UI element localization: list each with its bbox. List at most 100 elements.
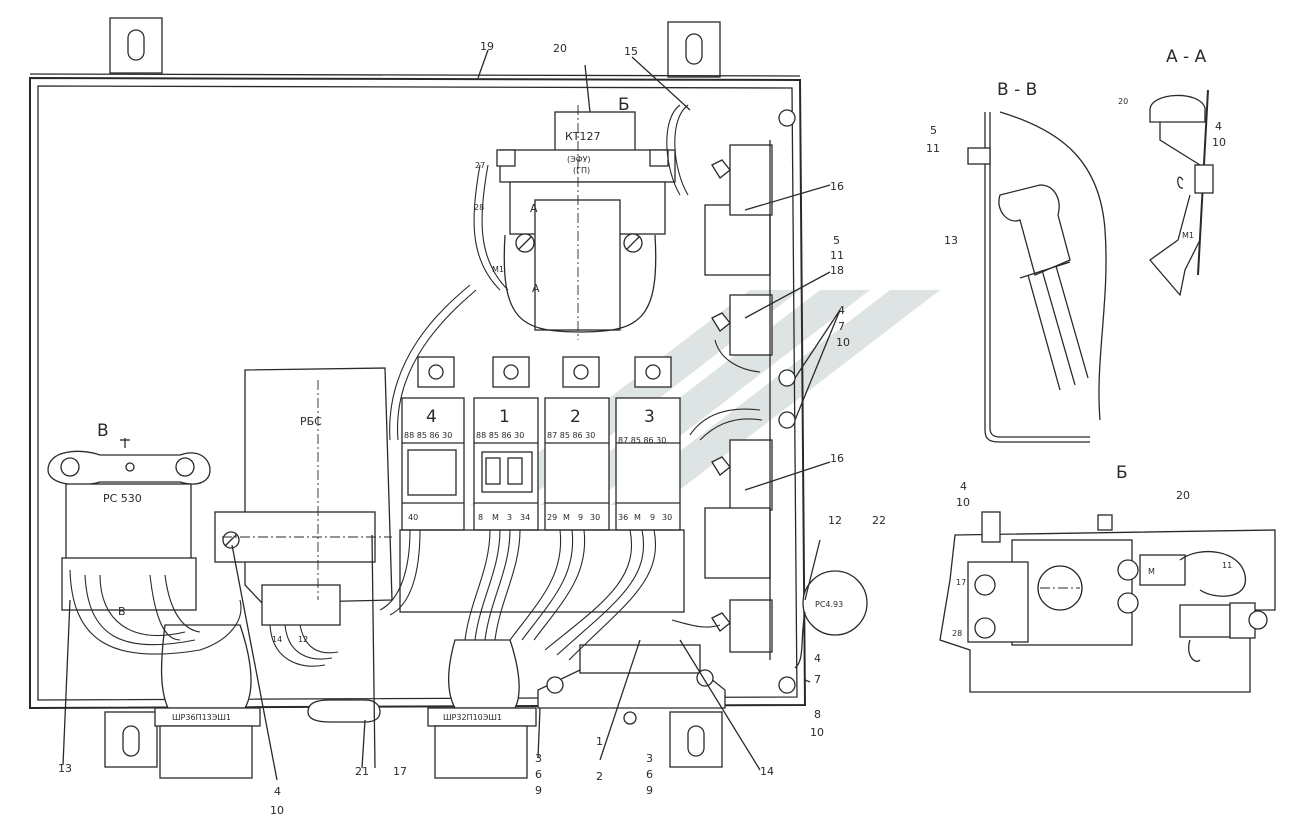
callout-16-top: 16 [830, 180, 844, 193]
relay-rs493 [794, 570, 868, 669]
relay-1-pins: 88 85 86 30 [476, 431, 524, 440]
relay-2-pins: 87 85 86 30 [547, 431, 595, 440]
relay-unit-label-3: (ГП) [573, 166, 590, 175]
relay-4-number: 4 [426, 407, 437, 427]
callout-4-left: 4 [274, 785, 281, 798]
callout-1: 1 [596, 735, 603, 748]
leader-lines [62, 49, 841, 781]
relay-4-pins: 88 85 86 30 [404, 431, 452, 440]
main-panel [29, 73, 807, 710]
relay-2-term-4: 30 [590, 513, 600, 522]
wire-mark-m1: М1 [492, 265, 504, 274]
callout-12: 12 [828, 514, 842, 527]
mounting-brackets [104, 17, 723, 768]
relay-4-term-1: 40 [408, 513, 418, 522]
view-vv-callout-5: 5 [930, 124, 937, 137]
view-aa-callout-4: 4 [1215, 120, 1222, 133]
view-aa-wire-m1: М1 [1182, 231, 1194, 240]
callout-5: 5 [833, 234, 840, 247]
view-vv-title: В - В [997, 80, 1037, 100]
callout-4-right: 4 [838, 304, 845, 317]
relay-rs530 [47, 438, 211, 611]
view-vv-callout-13: 13 [944, 234, 958, 247]
relay-3-pins: 87 85 86 30 [618, 436, 666, 445]
view-b-callout-10: 10 [956, 496, 970, 509]
callout-21: 21 [355, 765, 369, 778]
relay-1 [473, 356, 539, 531]
relay-1-term-2: М [492, 513, 499, 522]
callout-2: 2 [596, 770, 603, 783]
section-mark-v: В [97, 421, 109, 441]
callout-9-mid: 9 [535, 784, 542, 797]
callout-15: 15 [624, 45, 638, 58]
relay-1-term-4: 34 [520, 513, 530, 522]
view-b-term-28: 28 [952, 629, 962, 638]
relay-3-term-4: 30 [662, 513, 672, 522]
callout-3-mid: 3 [535, 752, 542, 765]
view-b-term-11: 11 [1222, 561, 1232, 570]
callout-7-right: 7 [838, 320, 845, 333]
relay-4 [401, 356, 465, 531]
relay-3-term-1: 36 [618, 513, 628, 522]
callout-11: 11 [830, 249, 844, 262]
view-aa-title: А - А [1166, 47, 1207, 67]
rbs-block [214, 367, 393, 626]
rbs-label: РБС [300, 415, 322, 428]
view-b-term-m: М [1148, 567, 1155, 576]
wire-mark-27: 27 [475, 161, 485, 170]
callout-17: 17 [393, 765, 407, 778]
callout-20: 20 [553, 42, 567, 55]
relay-group [399, 356, 685, 613]
callout-14: 14 [760, 765, 774, 778]
wire-mark-28: 28 [474, 203, 484, 212]
callout-16-bottom: 16 [830, 452, 844, 465]
relay-3 [615, 356, 681, 531]
wire-mark-12: 12 [298, 635, 308, 644]
view-vv [967, 111, 1107, 443]
relay-3-term-3: 9 [650, 513, 655, 522]
relay-2-term-2: М [563, 513, 570, 522]
relay-2-term-3: 9 [578, 513, 583, 522]
relay-unit-kt127 [496, 105, 676, 340]
connector-mid-assembly [427, 639, 537, 779]
connector-left-assembly [154, 624, 261, 779]
section-mark-v-small: В [118, 605, 126, 618]
callout-22: 22 [872, 514, 886, 527]
relay-unit-label-2: (ЭФУ) [567, 155, 591, 164]
resistor-21 [307, 699, 381, 723]
callout-8: 8 [814, 708, 821, 721]
callout-10-lower: 10 [810, 726, 824, 739]
right-blocks [704, 109, 796, 694]
wire-mark-14: 14 [272, 635, 282, 644]
relay-unit-label-1: КТ127 [565, 130, 601, 143]
view-b-callout-4: 4 [960, 480, 967, 493]
callout-19: 19 [480, 40, 494, 53]
section-mark-a-bottom: А [532, 282, 540, 295]
rs530-label: РС 530 [103, 492, 142, 505]
relay-3-term-2: М [634, 513, 641, 522]
callout-10-left: 10 [270, 804, 284, 817]
terminal-block [537, 644, 726, 725]
callout-3-right: 3 [646, 752, 653, 765]
view-aa-callout-10: 10 [1212, 136, 1226, 149]
relay-2-number: 2 [570, 407, 581, 427]
callout-10-right: 10 [836, 336, 850, 349]
view-b-callout-20: 20 [1176, 489, 1190, 502]
view-aa-callout-20: 20 [1118, 97, 1128, 106]
wire-harnesses [69, 104, 763, 667]
callout-6-right: 6 [646, 768, 653, 781]
relay-3-number: 3 [644, 407, 655, 427]
callout-6-mid: 6 [535, 768, 542, 781]
view-b-title: Б [1116, 463, 1128, 483]
callout-4-lower: 4 [814, 652, 821, 665]
callout-9-right: 9 [646, 784, 653, 797]
section-mark-a-top: А [530, 202, 538, 215]
section-mark-b: Б [618, 95, 630, 115]
rs493-label: РС4.93 [815, 600, 843, 609]
callout-18: 18 [830, 264, 844, 277]
view-b-term-17: 17 [956, 578, 966, 587]
relay-1-term-1: 8 [478, 513, 483, 522]
